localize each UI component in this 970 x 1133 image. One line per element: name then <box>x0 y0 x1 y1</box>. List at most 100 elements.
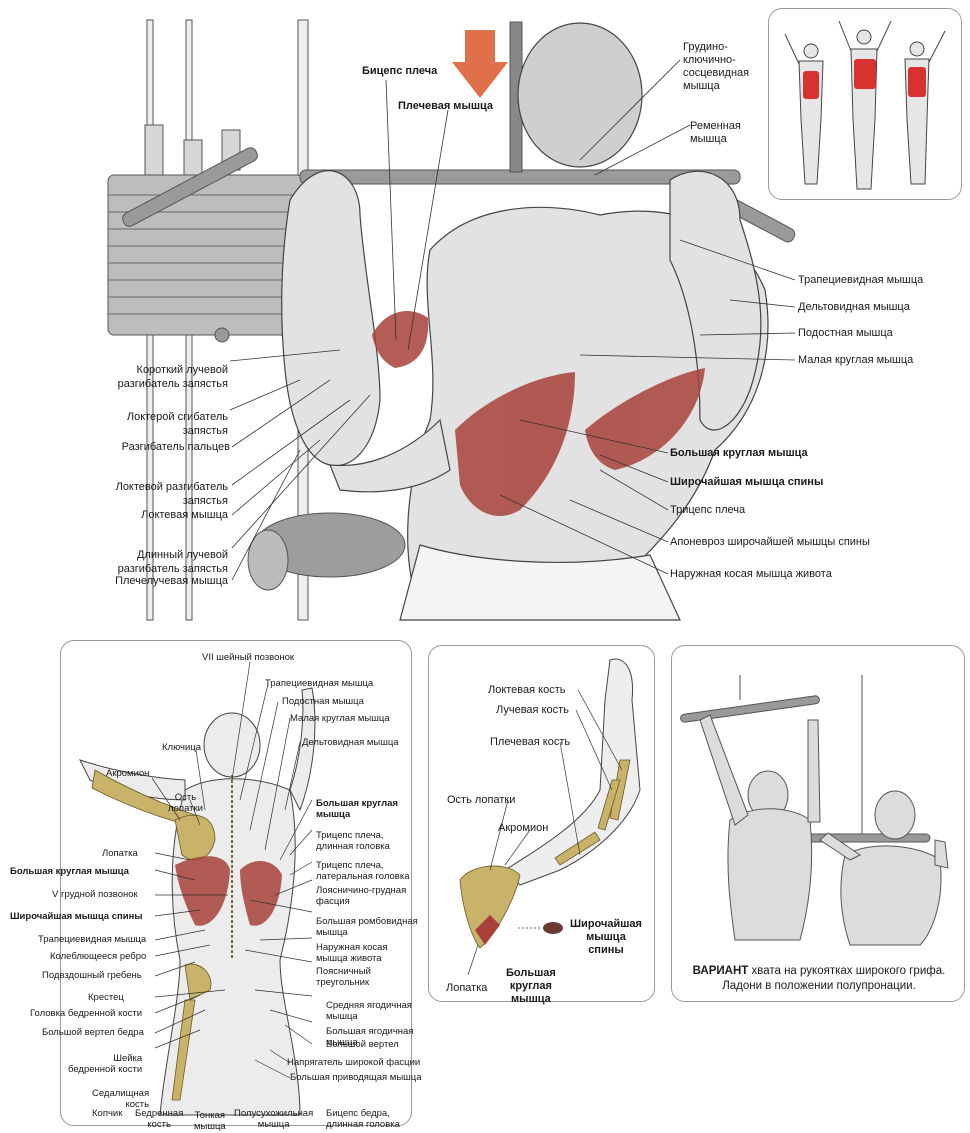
arm-radius: Лучевая кость <box>496 704 569 716</box>
pull-direction-arrow <box>452 30 508 98</box>
sk-acromion: Акромион <box>106 768 150 779</box>
sk-c7: VII шейный позвонок <box>202 652 295 663</box>
label-splenius: Ременная мышца <box>690 107 741 146</box>
label-triceps: Трицепс плеча <box>670 504 746 516</box>
label-biceps: Бицепс плеча <box>362 65 438 77</box>
sk-glut-med-text: Средняя ягодичная мышца <box>326 999 412 1023</box>
label-teres-minor: Малая круглая мышца <box>798 354 914 366</box>
variant-caption-bold: ВАРИАНТ <box>692 965 749 977</box>
label-ecrl-text: Длинный лучевой разгибатель запястья <box>117 549 228 575</box>
sk-glut-max: Большая ягодичная мышца <box>326 1014 413 1049</box>
label-ed: Разгибатель пальцев <box>121 441 230 453</box>
arm-leader-lines <box>467 689 623 976</box>
label-deltoid: Дельтовидная мышца <box>798 301 910 313</box>
sk-scapula: Лопатка <box>102 848 138 859</box>
sk-lumbar-tri: Поясничный треугольник <box>316 954 371 989</box>
inset-figures <box>784 20 946 190</box>
sk-t5: V грудной позвонок <box>52 889 138 900</box>
sk-glut-max-text: Большая ягодичная мышца <box>326 1025 414 1049</box>
sk-biceps-fem: Бицепс бедра, длинная головка <box>326 1096 400 1131</box>
label-scm: Грудино- ключично- сосцевидная мышца <box>683 28 773 93</box>
variant-caption-rest: хвата на рукоятках широкого грифа. <box>748 965 946 977</box>
sk-semitend: Полусухожильная мышца <box>234 1096 313 1131</box>
sk-tri-lat: Трицепс плеча, латеральная головка <box>316 848 409 883</box>
sk-semitend-text: Полусухожильная мышца <box>234 1107 314 1131</box>
sk-coccyx: Копчик <box>92 1108 123 1119</box>
sk-femur-neck-text: Шейка бедренной кости <box>68 1052 143 1076</box>
label-aponeurosis: Апоневроз широчайшей мышцы спины <box>670 536 870 548</box>
sk-femur: Бедренная кость <box>135 1096 183 1131</box>
cable-machine <box>107 19 796 621</box>
label-fcu: Локтерой сгибатель запястья <box>127 396 228 438</box>
sk-tri-long: Трицепс плеча, длинная головка <box>316 818 390 853</box>
label-ecu: Локтевой разгибатель запястья <box>116 466 228 508</box>
arm-acromion: Акромион <box>498 822 549 834</box>
sk-teres-min: Малая круглая мышца <box>290 713 390 724</box>
sk-ext-obl-text: Наружная косая мышца живота <box>316 941 388 965</box>
sk-gracilis-text: Тонкая мышца <box>194 1109 226 1133</box>
sk-adductor: Большая приводящая мышца <box>290 1072 422 1083</box>
sk-spine-scap: Ость лопатки <box>168 780 203 815</box>
label-brachialis: Плечевая мышца <box>398 100 494 112</box>
sk-biceps-fem-text: Бицепс бедра, длинная головка <box>326 1107 400 1131</box>
sk-rhomboid: Большая ромбовидная мышца <box>316 904 418 939</box>
sk-glut-med: Средняя ягодичная мышца <box>326 988 412 1023</box>
sk-femur-head: Головка бедренной кости <box>30 1008 143 1019</box>
sk-ext-obl: Наружная косая мышца живота <box>316 930 388 965</box>
label-brachioradialis: Плечелучевая мышца <box>115 575 228 587</box>
variant-caption: ВАРИАНТ хвата на рукоятках широкого гриф… <box>680 964 958 994</box>
highlighted-muscles <box>372 311 705 516</box>
sk-teres-maj-l: Большая круглая мышца <box>10 866 129 877</box>
label-fcu-text: Локтерой сгибатель запястья <box>126 411 228 437</box>
sk-rhomboid-text: Большая ромбовидная мышца <box>316 915 418 939</box>
sk-tlf-text: Лоясничино-грудная фасция <box>316 884 407 908</box>
sk-tri-lat-text: Трицепс плеча, латеральная головка <box>316 859 410 883</box>
label-ext-oblique: Наружная косая мышца живота <box>670 568 832 580</box>
label-teres-major: Большая круглая мышца <box>670 447 808 459</box>
arm-scapula: Лопатка <box>446 982 488 994</box>
label-anconeus: Локтевая мышца <box>141 509 228 521</box>
label-infraspinatus: Подостная мышца <box>798 327 893 339</box>
label-scm-text: Грудино- ключично- сосцевидная мышца <box>683 41 750 92</box>
sk-sacrum: Крестец <box>88 992 124 1003</box>
sk-infra: Подостная мышца <box>282 696 364 707</box>
inset-figures-panel <box>768 8 962 200</box>
arm-lat: Широчайшая мышца спины <box>570 905 642 957</box>
sk-greater-troch-l: Большой вертел бедра <box>42 1027 144 1038</box>
arm-humerus: Плечевая кость <box>490 736 571 748</box>
sk-ischium: Седалищная кость <box>92 1076 149 1111</box>
sk-delt: Дельтовидная мышца <box>302 737 399 748</box>
sk-spine-scap-text: Ость лопатки <box>168 791 203 815</box>
label-ecrb: Короткий лучевой разгибатель запястья <box>118 349 228 391</box>
sk-tri-long-text: Трицепс плеча, длинная головка <box>316 829 390 853</box>
arm-teres-maj: Большая круглая мышца <box>506 954 556 1006</box>
sk-tlf: Лоясничино-грудная фасция <box>316 873 406 908</box>
sk-femur-text: Бедренная кость <box>135 1107 184 1131</box>
sk-lat-l: Широчайшая мышца спины <box>10 911 143 922</box>
arm-teres-maj-text: Большая круглая мышца <box>506 967 556 1005</box>
label-ecu-text: Локтевой разгибатель запястья <box>115 481 228 507</box>
label-latissimus: Широчайшая мышца спины <box>670 476 824 488</box>
arm-lat-text: Широчайшая мышца спины <box>570 918 642 956</box>
sk-femur-neck: Шейка бедренной кости <box>68 1041 142 1076</box>
label-ecrb-text: Короткий лучевой разгибатель запястья <box>117 364 228 390</box>
arm-spine-scap: Ость лопатки <box>447 794 516 806</box>
sk-ischium-text: Седалищная кость <box>92 1087 150 1111</box>
sk-clavicle: Ключица <box>162 742 201 753</box>
sk-gracilis: Тонкая мышца <box>194 1098 226 1133</box>
label-ecrl: Длинный лучевой разгибатель запястья <box>118 534 228 576</box>
sk-trap-l: Трапециевидная мышца <box>38 934 147 945</box>
sk-greater-troch: Большой вертел <box>326 1039 399 1050</box>
variant-caption-line2: Ладони в положении полупронации. <box>722 980 916 992</box>
label-splenius-text: Ременная мышца <box>690 120 741 145</box>
sk-teres-maj-text: Большая круглая мышца <box>316 797 398 821</box>
sk-floating-rib: Колеблющееся ребро <box>50 951 147 962</box>
skeleton-leader-lines <box>151 661 313 1079</box>
sk-lumbar-tri-text: Поясничный треугольник <box>316 965 371 989</box>
sk-trap: Трапециевидная мышца <box>265 678 374 689</box>
arm-ulna: Локтевая кость <box>488 684 566 696</box>
sk-teres-maj: Большая круглая мышца <box>316 786 398 821</box>
